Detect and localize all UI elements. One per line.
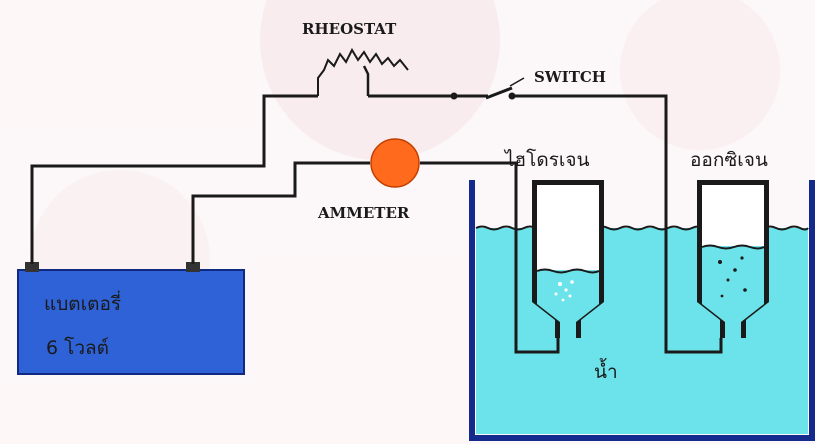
switch-contact-right [508,92,516,100]
circuit-wires [30,94,723,354]
water-label: น้ำ [594,358,618,383]
battery: แบตเตอรี่ 6 โวลต์ [17,262,245,375]
tank-walls [469,180,815,441]
switch-contact-left [450,92,458,100]
hydrogen-gas-space [537,185,599,270]
wire-switch-to-oxygen-electrode [512,94,723,354]
battery-body [17,269,245,375]
battery-label-line1: แบตเตอรี่ [44,290,121,315]
switch-blade-icon [485,86,513,100]
oxygen-label: ออกซิเจน [690,149,768,171]
ammeter-icon [370,138,420,188]
oxygen-gas-line [701,244,765,250]
switch: SWITCH [450,68,606,100]
wire-battery-to-rheostat [30,94,318,264]
rheostat: RHEOSTAT [302,20,409,96]
wire-ammeter-to-hydrogen-electrode [420,161,560,354]
switch-label: SWITCH [534,68,606,86]
battery-terminal-right [186,262,200,272]
ammeter: AMMETER [317,138,420,222]
water [476,228,808,434]
oxygen-bubbles [718,256,747,298]
ammeter-label: AMMETER [317,204,410,222]
hydrogen-tube: ไฮโดรเจน [503,148,604,338]
oxygen-tube: ออกซิเจน [690,149,769,338]
hydrogen-label: ไฮโดรเจน [503,148,590,171]
water-tank: น้ำ [469,180,815,441]
rheostat-label: RHEOSTAT [302,20,397,38]
hydrogen-gas-line [536,268,600,274]
rheostat-slider [362,65,370,96]
oxygen-gas-space [702,185,764,246]
rheostat-icon [317,47,409,96]
battery-label-line2: 6 โวลต์ [46,336,109,359]
battery-terminal-left [25,262,39,272]
hydrogen-bubbles [554,280,574,302]
wire-battery-to-ammeter [191,161,370,264]
switch-pointer [509,77,525,87]
